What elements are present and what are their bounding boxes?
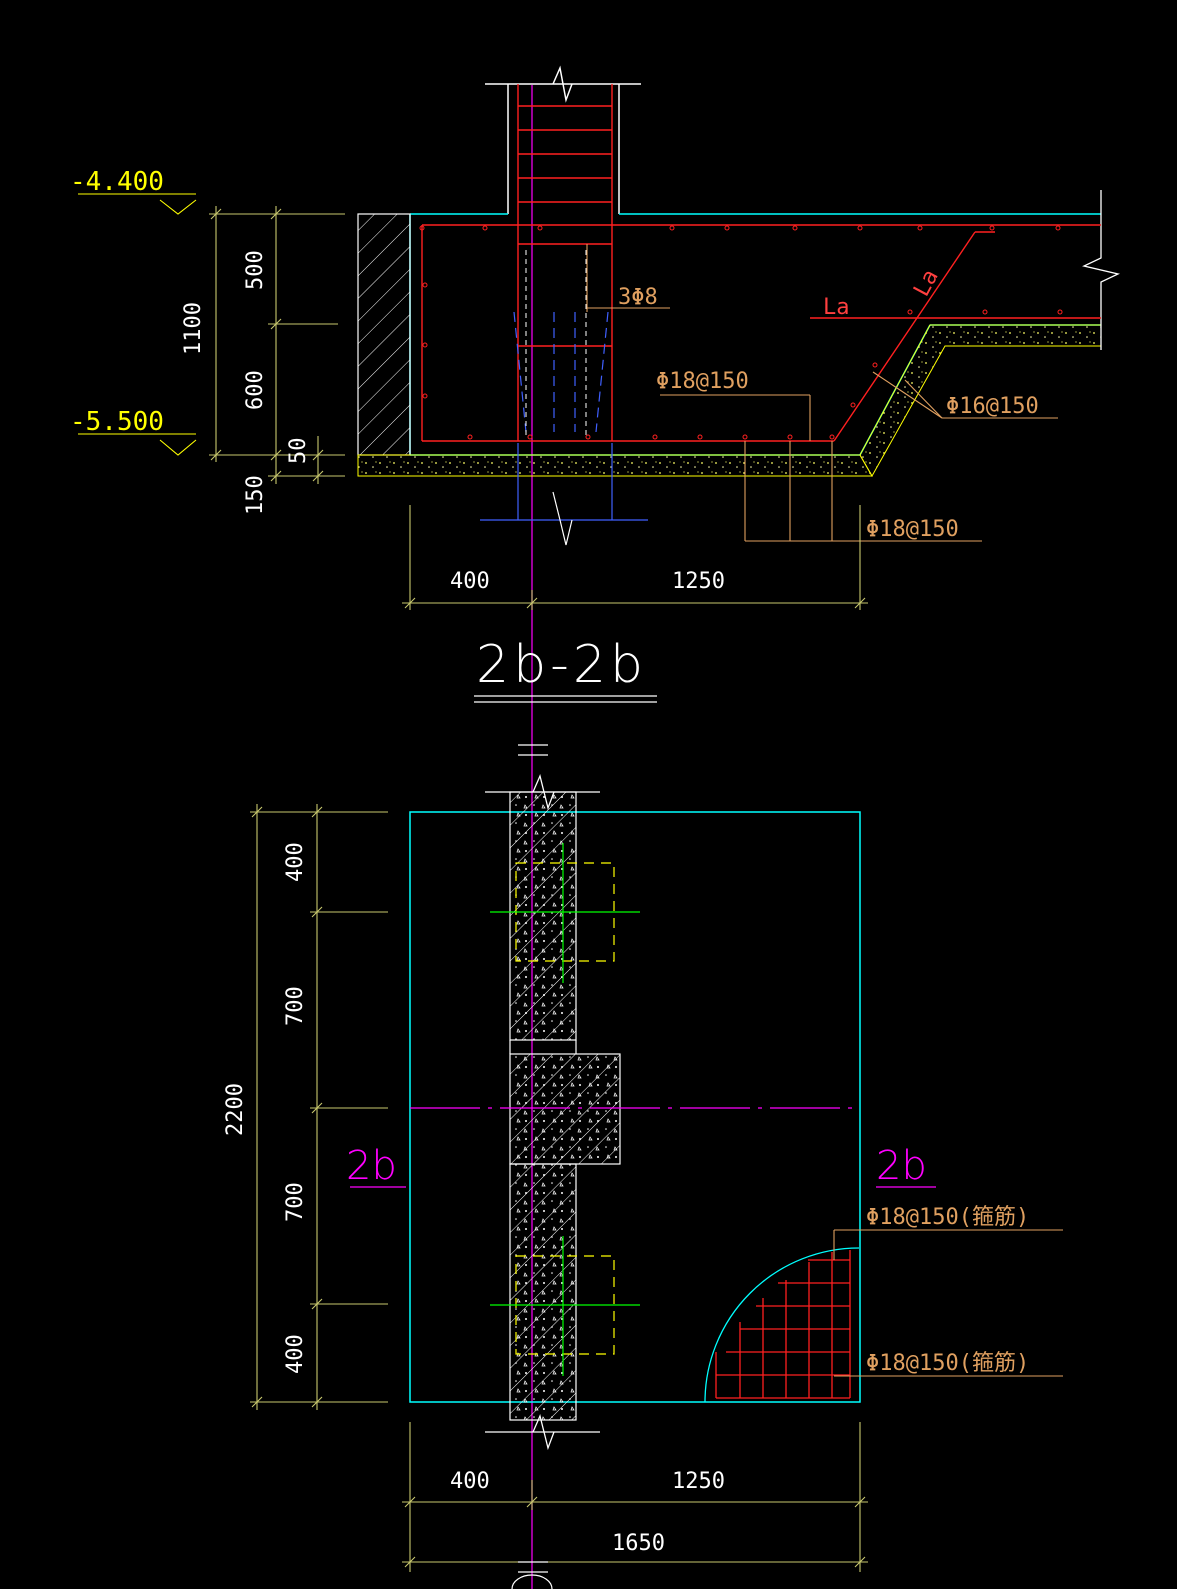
section-vertical-dims xyxy=(78,193,345,484)
right-break-line xyxy=(1082,190,1120,350)
label-leaders xyxy=(586,244,1058,542)
plan-vertical-dims xyxy=(250,804,388,1410)
label-anchor-horizontal: La xyxy=(823,295,850,320)
plan-horizontal-dims xyxy=(402,1422,868,1572)
section-mark-left: 2b xyxy=(346,1143,397,1189)
dim-lower-600: 600 xyxy=(243,370,268,410)
plan-dim-total-2200: 2200 xyxy=(223,1083,248,1136)
elevation-bottom: -5.500 xyxy=(70,407,164,437)
plan-label-rebar-lower: Φ18@150(箍筋) xyxy=(866,1351,1029,1376)
plan-dim-left-400: 400 xyxy=(450,1469,490,1494)
plan-footing-outline xyxy=(409,811,861,1403)
plan-dim-d3: 700 xyxy=(283,1182,308,1222)
section-horizontal-dims xyxy=(402,505,868,610)
centerline-break-marks xyxy=(518,744,548,756)
section-view: -4.400 -5.500 1100 500 600 50 150 400 12… xyxy=(70,65,1120,1589)
elevation-top: -4.400 xyxy=(70,167,164,197)
section-mark-right: 2b xyxy=(876,1143,927,1189)
rebar-cage xyxy=(421,84,1101,442)
column-lower-stub xyxy=(480,443,648,546)
plan-view: 2b 2b xyxy=(223,773,1063,1589)
label-bottom-bar-lower: Φ18@150 xyxy=(866,517,959,542)
dim-right-1250: 1250 xyxy=(672,569,725,594)
label-stirrup: 3Φ8 xyxy=(618,285,658,310)
plan-dim-d4: 400 xyxy=(283,1334,308,1374)
label-anchor-slanted: La xyxy=(909,266,944,301)
plan-dim-total-1650: 1650 xyxy=(612,1531,665,1556)
plan-wall xyxy=(509,791,621,1421)
dim-total-1100: 1100 xyxy=(181,302,206,355)
plan-label-rebar-upper: Φ18@150(箍筋) xyxy=(866,1205,1029,1230)
dim-upper-500: 500 xyxy=(243,250,268,290)
column-inserted-bars xyxy=(513,311,609,433)
plan-dim-right-1250: 1250 xyxy=(672,1469,725,1494)
plan-wall-breaks xyxy=(485,773,600,1451)
section-title: 2b-2b xyxy=(476,635,647,695)
plan-label-leaders xyxy=(833,1229,1063,1377)
label-slope-bar: Φ16@150 xyxy=(946,394,1039,419)
plan-rebar-mesh xyxy=(704,1247,860,1403)
plan-dim-d2: 700 xyxy=(283,986,308,1026)
rebar-dots xyxy=(419,225,1063,440)
dim-cushion-150: 150 xyxy=(243,475,268,515)
plan-bottom-break xyxy=(511,1561,553,1589)
dim-cover-50: 50 xyxy=(286,438,311,465)
column-anchor-lines xyxy=(525,250,587,436)
plan-column-marks xyxy=(490,843,640,1376)
section-title-underline xyxy=(474,695,657,703)
dim-left-400: 400 xyxy=(450,569,490,594)
label-bottom-bar-upper: Φ18@150 xyxy=(656,369,749,394)
plan-dim-d1: 400 xyxy=(283,842,308,882)
earth-wall-hatch xyxy=(357,213,411,456)
column-outline xyxy=(485,65,641,214)
